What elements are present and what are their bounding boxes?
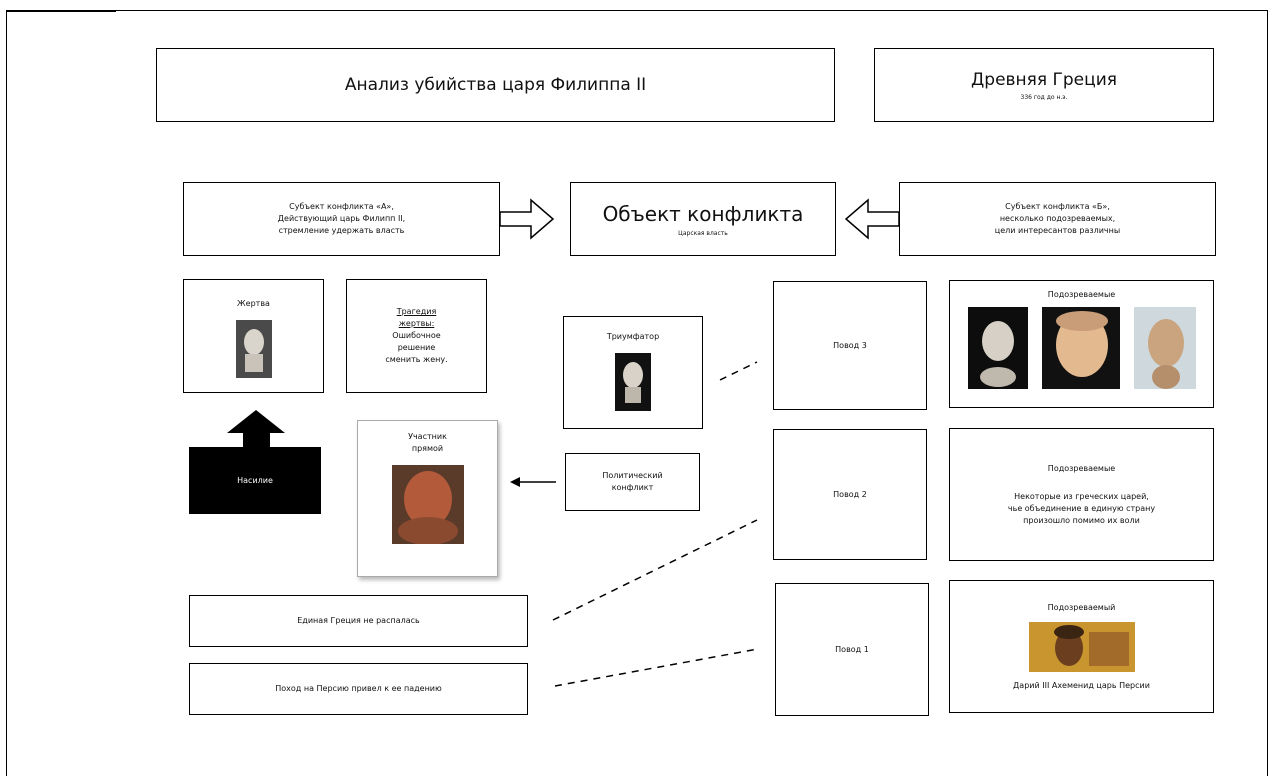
- motive-1-label: Повод 1: [835, 644, 869, 654]
- tragedy-title: Трагедия: [396, 307, 437, 316]
- region-title: Древняя Греция: [971, 69, 1117, 90]
- object-box: Объект конфликта Царская власть: [570, 182, 836, 256]
- subject-a-line: Действующий царь Филипп II,: [277, 214, 406, 223]
- victim-portrait-icon: [235, 320, 272, 378]
- political-label: конфликт: [611, 483, 654, 492]
- title-box: Анализ убийства царя Филиппа II: [156, 48, 835, 122]
- object-title: Объект конфликта: [602, 201, 804, 226]
- region-box: Древняя Греция 336 год до н.э.: [874, 48, 1214, 122]
- page-frame: [6, 10, 1268, 776]
- suspect-1-caption: Дарий III Ахеменид царь Персии: [1013, 680, 1150, 690]
- suspects-2-box: Подозреваемые Некоторые из греческих цар…: [949, 428, 1214, 561]
- participant-label: Участник: [408, 432, 447, 441]
- triumph-box: Триумфатор: [563, 316, 703, 429]
- tragedy-title: жертвы:: [398, 319, 435, 328]
- subject-b-line: Субъект конфликта «Б»,: [1005, 202, 1110, 211]
- suspect-1-portrait-icon: [1028, 621, 1135, 672]
- motive-2-box: Повод 2: [773, 429, 927, 560]
- triumph-portrait-icon: [615, 353, 651, 411]
- violence-box: Насилие: [189, 447, 321, 514]
- motive-3-label: Повод 3: [833, 340, 867, 350]
- triumph-label: Триумфатор: [606, 332, 660, 341]
- suspect-1-box: Подозреваемый Дарий III Ахеменид царь Пе…: [949, 580, 1214, 713]
- political-label: Политический: [602, 471, 663, 480]
- victim-label: Жертва: [237, 299, 270, 308]
- suspects-3-box: Подозреваемые: [949, 280, 1214, 408]
- suspect-portrait-icon: [1133, 307, 1196, 389]
- suspects-2-text: произошло помимо их воли: [1023, 515, 1140, 525]
- victim-box: Жертва: [183, 279, 324, 393]
- motive-3-box: Повод 3: [773, 281, 927, 410]
- outcome-1-label: Единая Греция не распалась: [297, 616, 420, 625]
- suspects-2-text: Некоторые из греческих царей,: [1014, 491, 1149, 501]
- page-title: Анализ убийства царя Филиппа II: [344, 75, 647, 95]
- outcome-2-label: Поход на Персию привел к ее падению: [275, 684, 442, 693]
- tragedy-box: Трагедия жертвы: Ошибочное решение смени…: [346, 279, 487, 393]
- subject-a-line: стремление удержать власть: [278, 226, 405, 235]
- suspect-portrait-icon: [1041, 307, 1120, 389]
- suspects-2-title: Подозреваемые: [1047, 463, 1116, 473]
- suspect-portrait-icon: [967, 307, 1028, 389]
- subject-a-box: Субъект конфликта «А», Действующий царь …: [183, 182, 500, 256]
- subject-b-line: несколько подозреваемых,: [999, 214, 1116, 223]
- participant-portrait-icon: [391, 465, 464, 544]
- motive-1-box: Повод 1: [775, 583, 929, 716]
- region-date: 336 год до н.э.: [1020, 93, 1068, 101]
- outcome-1-box: Единая Греция не распалась: [189, 595, 528, 647]
- tragedy-text: Ошибочное: [392, 331, 441, 340]
- subject-b-line: цели интересантов различны: [994, 226, 1121, 235]
- participant-box: Участник прямой: [357, 420, 498, 577]
- motive-2-label: Повод 2: [833, 489, 867, 499]
- participant-label: прямой: [411, 444, 444, 453]
- subject-b-box: Субъект конфликта «Б», несколько подозре…: [899, 182, 1216, 256]
- suspect-1-title: Подозреваемый: [1047, 602, 1116, 612]
- tragedy-text: сменить жену.: [385, 355, 448, 364]
- political-box: Политический конфликт: [565, 453, 700, 511]
- suspects-3-title: Подозреваемые: [1047, 290, 1116, 299]
- page-top-rule: [6, 10, 116, 12]
- violence-label: Насилие: [237, 475, 273, 485]
- subject-a-line: Субъект конфликта «А»,: [289, 202, 394, 211]
- tragedy-text: решение: [397, 343, 436, 352]
- outcome-2-box: Поход на Персию привел к ее падению: [189, 663, 528, 715]
- suspects-2-text: чье объединение в единую страну: [1007, 503, 1156, 513]
- object-subtitle: Царская власть: [678, 229, 728, 237]
